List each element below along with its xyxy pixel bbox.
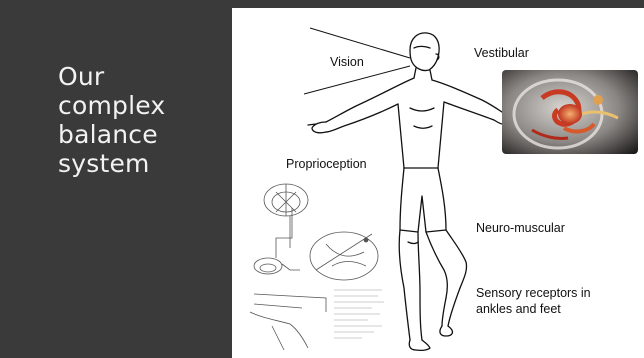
label-sensory-line: ankles and feet xyxy=(476,301,591,317)
title-line: complex xyxy=(58,91,218,120)
label-vision: Vision xyxy=(330,55,364,70)
inner-ear-photo-icon xyxy=(502,70,638,154)
label-vestibular: Vestibular xyxy=(474,46,529,61)
label-proprioception: Proprioception xyxy=(286,157,367,172)
figure-panel: Vision Vestibular Proprioception Neuro-m… xyxy=(232,8,644,358)
title-line: balance xyxy=(58,120,218,149)
title-line: Our xyxy=(58,62,218,91)
label-sensory-line: Sensory receptors in xyxy=(476,285,591,301)
spinal-cord-diagram-icon xyxy=(250,184,384,350)
label-neuromuscular: Neuro-muscular xyxy=(476,221,565,236)
slide-title: Our complex balance system xyxy=(58,62,218,178)
title-line: system xyxy=(58,149,218,178)
label-sensory-receptors: Sensory receptors in ankles and feet xyxy=(476,285,591,317)
